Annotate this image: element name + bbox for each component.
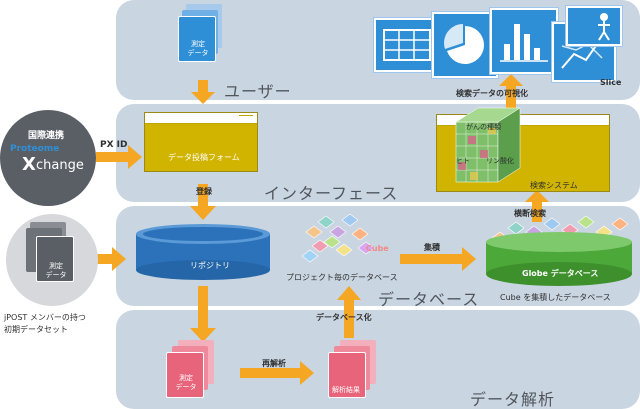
cube-cluster <box>301 213 375 263</box>
logo-proteome: Proteome <box>10 144 60 154</box>
interface-layer-title: インターフェース <box>264 184 399 203</box>
repository-cylinder[interactable] <box>134 224 274 282</box>
jpost-doc-label: 測定 データ <box>45 262 67 279</box>
arrow-reanalysis <box>240 361 314 385</box>
analysis-layer-title: データ解析 <box>470 390 556 409</box>
form-label: データ投稿フォーム <box>168 153 240 162</box>
to-database-label: データベース化 <box>316 313 372 322</box>
jpost-caption-line1: jPOST メンバーの持つ <box>4 313 86 322</box>
cross-search-label: 横断検索 <box>514 209 546 218</box>
pxid-label: PX ID <box>100 140 128 150</box>
proteomexchange-logo: Proteome X change <box>4 144 94 184</box>
search-system-label: 検索システム <box>530 181 578 190</box>
arrow-cross-search <box>525 190 549 222</box>
database-layer-title: データベース <box>378 290 480 309</box>
globe-database[interactable] <box>478 210 638 290</box>
person-icon <box>566 6 622 46</box>
data-submission-form[interactable] <box>144 112 258 172</box>
user-layer-title: ユーザー <box>224 82 292 101</box>
slice-label: Slice <box>600 78 622 87</box>
cube-word-human: ヒト <box>456 157 470 165</box>
register-label: 登録 <box>196 187 212 196</box>
reanalysis-label: 再解析 <box>262 359 286 368</box>
jpost-caption-line2: 初期データセット <box>4 325 68 334</box>
intl-title: 国際連携 <box>28 131 65 141</box>
arrow-visualize <box>499 74 523 112</box>
proteomexchange-circle <box>0 110 96 206</box>
result-doc-label: 解析結果 <box>332 386 360 394</box>
arrow-pxid <box>96 145 142 169</box>
arrow-aggregate <box>400 247 476 271</box>
arrow-jpost-to-repository <box>92 247 126 271</box>
arrow-to-database <box>337 286 361 338</box>
user-doc-label: 測定 データ <box>187 40 209 57</box>
globe-label: Globe データベース <box>522 269 599 278</box>
pie-window-icon <box>432 12 498 78</box>
arrow-form-to-repository <box>190 184 216 220</box>
repository-label: リポジトリ <box>190 261 230 270</box>
cube-word-cancer: がんの種類 <box>466 123 501 131</box>
data-cube-3d <box>455 107 521 183</box>
cube-word-phos: リン酸化 <box>486 157 514 165</box>
logo-change: change <box>36 158 84 173</box>
arrow-repo-to-analysis <box>190 286 216 342</box>
project-db-label: プロジェクト毎のデータベース <box>286 273 398 282</box>
aggregate-label: 集積 <box>424 243 440 252</box>
cube-label: Cube <box>366 244 389 253</box>
globe-caption: Cube を集積したデータベース <box>500 293 611 302</box>
logo-x: X <box>22 154 36 175</box>
bar-window-icon <box>490 8 558 74</box>
arrow-user-to-form <box>191 80 215 104</box>
table-window-icon <box>374 18 440 72</box>
measured-doc-label: 測定 データ <box>175 374 197 391</box>
visualize-label: 検索データの可視化 <box>456 89 528 98</box>
